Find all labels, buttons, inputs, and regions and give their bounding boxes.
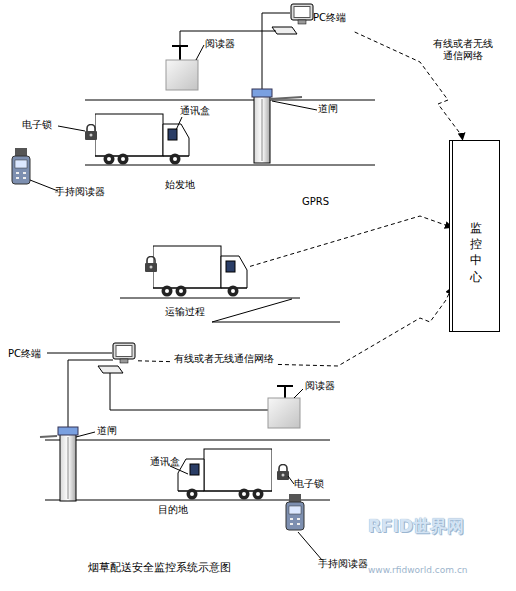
part-label: 阅读器 — [305, 380, 335, 392]
pc-monitor — [113, 343, 135, 363]
road-edge — [85, 165, 375, 166]
road-edge — [212, 299, 292, 322]
handheld-reader — [12, 148, 30, 184]
node-label: 监控中心 — [469, 196, 483, 276]
edge-label: 有线或者无线通信网络 — [172, 353, 276, 365]
part-label: 通讯盒 — [150, 456, 180, 468]
leader-line — [58, 126, 85, 131]
part-label: 手持阅读器 — [318, 558, 368, 570]
watermark: RFID世界网 — [368, 516, 464, 536]
edge-label: 有线或者无线 通信网络 — [425, 38, 501, 62]
leader-line — [170, 466, 188, 474]
part-label: 通讯盒 — [180, 105, 210, 117]
caption: 烟草配送安全监控系统示意图 — [88, 562, 231, 574]
truck — [95, 114, 189, 165]
monitor-center-box: 监控中心 — [452, 140, 500, 332]
leader-line — [294, 389, 303, 398]
part-label: 阅读器 — [205, 38, 235, 50]
cable — [110, 373, 268, 410]
leader-line — [272, 101, 317, 110]
dashed-connector — [138, 287, 452, 366]
node-label: 运输过程 — [165, 306, 205, 318]
cable — [68, 360, 113, 428]
part-label: 电子锁 — [294, 478, 324, 490]
place-label: 目的地 — [158, 504, 188, 516]
part-label: 手持阅读器 — [55, 186, 105, 198]
node-label: PC终端 — [313, 12, 346, 24]
reader-box — [268, 398, 300, 428]
road-edge — [120, 298, 300, 299]
electronic-lock — [277, 465, 289, 481]
leader-line — [176, 117, 182, 130]
antenna-stem — [179, 46, 181, 60]
part-label: 电子锁 — [22, 119, 52, 131]
leader-line — [196, 45, 204, 60]
electronic-lock — [145, 257, 157, 273]
antenna-stem — [284, 386, 286, 398]
barrier-gate — [58, 427, 78, 501]
truck — [153, 246, 247, 297]
barrier-arm — [40, 436, 57, 437]
pc-terminal: PC终端 — [4, 344, 138, 374]
handheld-reader — [286, 494, 304, 530]
place-label: 始发地 — [165, 179, 195, 191]
pc-keyboard — [98, 366, 123, 373]
leader-line — [76, 432, 95, 437]
node-label: PC终端 — [8, 348, 41, 360]
leader-line — [298, 532, 322, 560]
road-edge — [45, 500, 330, 501]
truck-mirrored — [178, 449, 272, 500]
road-edge — [85, 100, 375, 101]
road-edge — [45, 440, 330, 441]
barrier-gate — [252, 89, 272, 163]
pc-terminal: PC终端 — [286, 2, 358, 32]
reader-box — [166, 60, 198, 90]
transport-truck: 运输过程 — [145, 240, 250, 324]
truck — [178, 449, 272, 500]
dashed-connector — [250, 216, 452, 266]
barrier-arm — [270, 97, 302, 99]
leader-line — [288, 476, 294, 484]
part-label: 道闸 — [318, 103, 338, 115]
leader-line — [47, 353, 112, 354]
edge-label: GPRS — [300, 196, 331, 208]
watermark: www.rfidworld.com.cn — [368, 564, 468, 576]
road-edge — [212, 322, 340, 323]
part-label: 道闸 — [97, 425, 117, 437]
pc-monitor — [291, 4, 313, 24]
leader-line — [30, 180, 58, 191]
cable — [262, 13, 290, 90]
electronic-lock — [85, 125, 97, 141]
